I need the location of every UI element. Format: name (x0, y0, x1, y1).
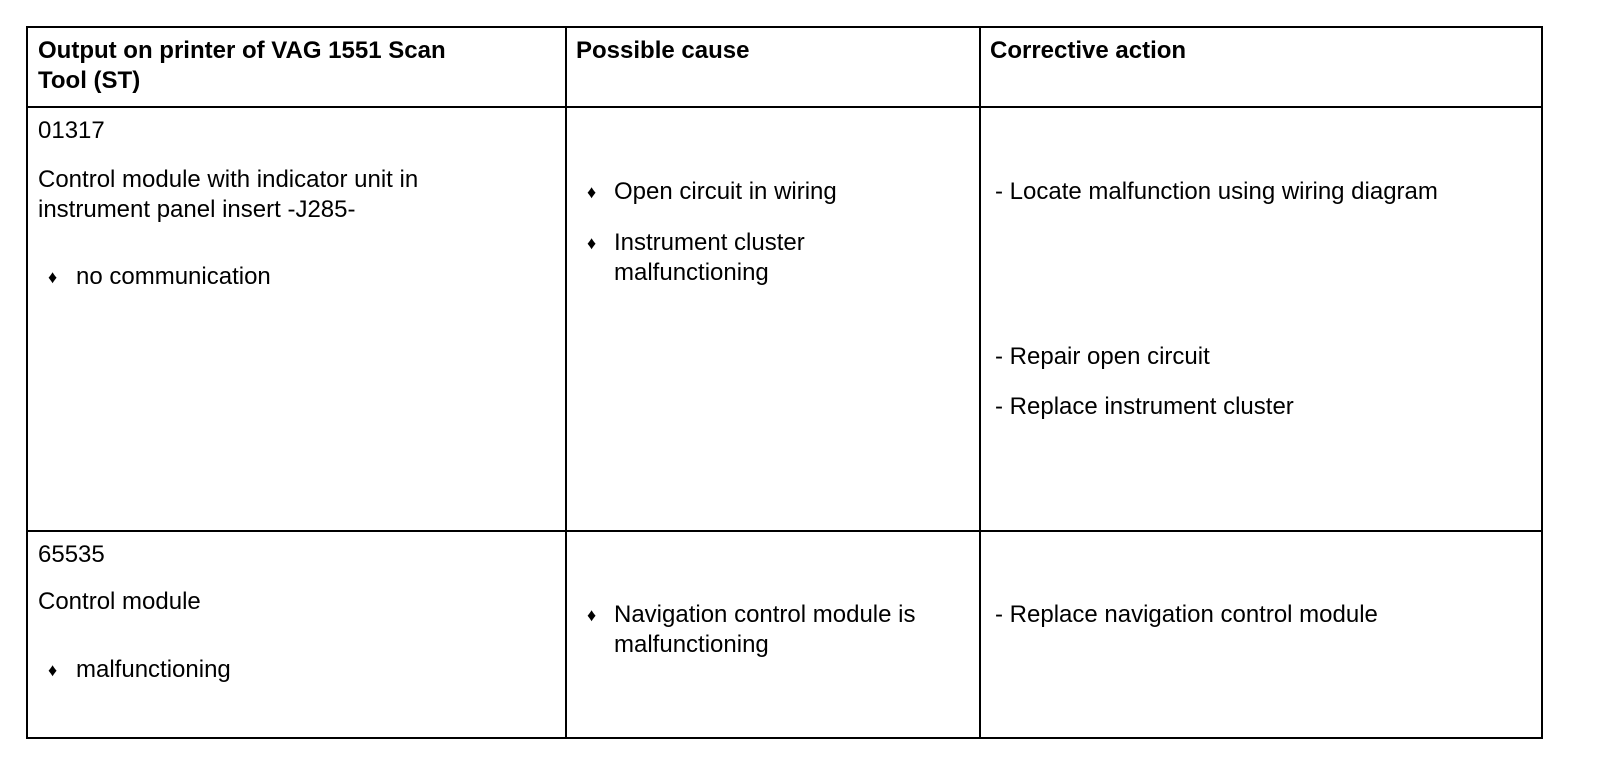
diagnostic-table (26, 26, 1543, 739)
column-divider (979, 28, 981, 737)
diamond-bullet-icon: ♦ (587, 233, 597, 253)
header-col-output-line2: Tool (ST) (38, 67, 141, 94)
fault-description-line2: instrument panel insert -J285- (38, 196, 356, 223)
possible-cause-line1: Navigation control module is (614, 601, 916, 628)
corrective-action: - Replace instrument cluster (995, 393, 1294, 420)
fault-condition: no communication (76, 263, 271, 290)
corrective-action: - Locate malfunction using wiring diagra… (995, 178, 1438, 205)
column-divider (565, 28, 567, 737)
diamond-bullet-icon: ♦ (587, 182, 597, 202)
header-col-output-line1: Output on printer of VAG 1551 Scan (38, 37, 446, 64)
diamond-bullet-icon: ♦ (48, 660, 58, 680)
possible-cause: Open circuit in wiring (614, 178, 837, 205)
corrective-action: - Repair open circuit (995, 343, 1210, 370)
diamond-bullet-icon: ♦ (587, 605, 597, 625)
fault-condition: malfunctioning (76, 656, 231, 683)
fault-code: 01317 (38, 117, 105, 144)
possible-cause-line2: malfunctioning (614, 631, 769, 658)
header-col-possible-cause: Possible cause (576, 37, 750, 64)
row-divider (28, 530, 1541, 532)
row-divider (28, 106, 1541, 108)
header-col-corrective-action: Corrective action (990, 37, 1187, 64)
fault-code: 65535 (38, 541, 105, 568)
fault-description-line1: Control module with indicator unit in (38, 166, 419, 193)
possible-cause-line1: Instrument cluster (614, 229, 805, 256)
possible-cause-line2: malfunctioning (614, 259, 769, 286)
fault-description-line1: Control module (38, 588, 201, 615)
diamond-bullet-icon: ♦ (48, 267, 58, 287)
corrective-action: - Replace navigation control module (995, 601, 1378, 628)
